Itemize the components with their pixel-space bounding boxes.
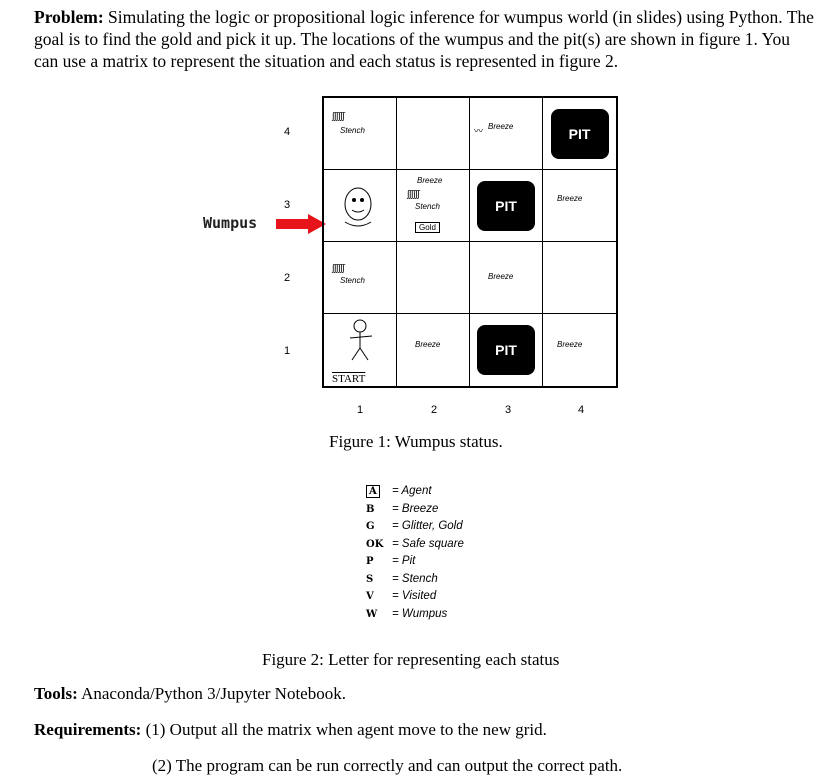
legend-desc: = Stench <box>392 572 438 585</box>
cell-4-1: Breeze <box>543 314 616 386</box>
cell-4-3: Breeze <box>543 170 616 242</box>
row-label-3: 3 <box>284 199 291 211</box>
breeze-wave-icon: 〰 <box>474 127 483 137</box>
cell-2-4 <box>397 98 470 170</box>
legend-row: OK = Safe square <box>366 536 464 554</box>
requirement-1: (1) Output all the matrix when agent mov… <box>141 720 547 739</box>
legend: A = Agent B = Breeze G = Glitter, Gold OK = … <box>366 483 464 623</box>
legend-letter-box: A <box>366 483 392 501</box>
breeze-label: Breeze <box>488 272 514 281</box>
cell-1-4: ʃʃʃʃʃʃ Stench <box>324 98 397 170</box>
legend-desc: = Safe square <box>392 537 464 550</box>
legend-letter: V <box>366 591 374 602</box>
cell-4-4: PIT <box>543 98 616 170</box>
legend-row: A = Agent <box>366 483 464 501</box>
legend-letter: P <box>366 556 374 567</box>
breeze-label: Breeze <box>557 340 583 349</box>
legend-letter: B <box>366 503 375 515</box>
tools-label: Tools: <box>34 684 78 703</box>
tools-line: Tools: Anaconda/Python 3/Jupyter Noteboo… <box>34 684 346 704</box>
pit-3-3: PIT <box>477 180 535 231</box>
legend-desc: = Visited <box>392 590 437 602</box>
requirements-label: Requirements: <box>34 720 142 739</box>
legend-row: G = Glitter, Gold <box>366 518 464 536</box>
breeze-label: Breeze <box>488 122 514 131</box>
agent-icon <box>349 319 373 361</box>
legend-desc: = Agent <box>392 485 432 497</box>
legend-desc: = Pit <box>392 555 416 567</box>
pit-4-4: PIT <box>550 108 609 159</box>
wumpus-label: Wumpus <box>203 214 258 232</box>
requirements-line: Requirements: (1) Output all the matrix … <box>34 720 547 740</box>
stench-waves-icon: ʃʃʃʃʃʃ <box>332 112 345 122</box>
cell-3-2: Breeze <box>470 242 543 314</box>
cell-2-1: Breeze <box>397 314 470 386</box>
legend-row: P = Pit <box>366 553 464 571</box>
wumpus-grid: ʃʃʃʃʃʃ Stench 〰 Breeze PIT Breeze ʃʃʃʃʃʃ… <box>322 96 618 388</box>
cell-1-1: START <box>324 314 397 386</box>
legend-letter: OK <box>366 538 384 550</box>
col-label-2: 2 <box>431 404 438 416</box>
stench-label: Stench <box>415 202 440 211</box>
col-label-1: 1 <box>357 404 364 416</box>
wumpus-monster-icon <box>344 187 372 227</box>
stench-waves-icon: ʃʃʃʃʃʃ <box>332 264 345 274</box>
legend-letter: A <box>366 485 380 498</box>
col-label-3: 3 <box>505 404 512 416</box>
col-label-4: 4 <box>578 404 585 416</box>
breeze-label: Breeze <box>417 176 443 185</box>
cell-1-3 <box>324 170 397 242</box>
gold-label: Gold <box>415 222 440 233</box>
stench-waves-icon: ʃʃʃʃʃʃ <box>407 190 420 200</box>
cell-3-4: 〰 Breeze <box>470 98 543 170</box>
legend-letter: G <box>366 521 375 532</box>
cell-3-3: PIT <box>470 170 543 242</box>
legend-desc: = Glitter, Gold <box>392 520 463 532</box>
cell-3-1: PIT <box>470 314 543 386</box>
breeze-label: Breeze <box>415 340 441 349</box>
legend-desc: = Breeze <box>392 502 439 515</box>
problem-text: Simulating the logic or propositional lo… <box>34 7 814 71</box>
legend-row: S = Stench <box>366 571 464 589</box>
problem-label: Problem: <box>34 7 104 27</box>
stench-label: Stench <box>340 126 365 135</box>
figure1-caption: Figure 1: Wumpus status. <box>329 432 503 451</box>
cell-2-2 <box>397 242 470 314</box>
cell-1-2: ʃʃʃʃʃʃ Stench <box>324 242 397 314</box>
legend-letter: S <box>366 573 374 585</box>
row-label-4: 4 <box>284 126 291 138</box>
tools-text: Anaconda/Python 3/Jupyter Notebook. <box>77 684 346 703</box>
row-label-1: 1 <box>284 345 291 357</box>
row-label-2: 2 <box>284 272 291 284</box>
cell-4-2 <box>543 242 616 314</box>
requirement-2: (2) The program can be run correctly and… <box>152 756 623 775</box>
start-label: START <box>332 373 366 385</box>
pit-3-1: PIT <box>477 325 535 375</box>
legend-row: B = Breeze <box>366 501 464 519</box>
legend-desc: = Wumpus <box>392 607 448 620</box>
breeze-label: Breeze <box>557 194 583 203</box>
figure2-caption: Figure 2: Letter for representing each s… <box>262 650 560 669</box>
problem-paragraph: Problem: Simulating the logic or proposi… <box>34 6 814 72</box>
legend-row: V = Visited <box>366 588 464 606</box>
cell-2-3: Breeze ʃʃʃʃʃʃ Stench Gold <box>397 170 470 242</box>
stench-label: Stench <box>340 276 365 285</box>
red-arrow-icon <box>276 214 326 234</box>
legend-letter: W <box>366 608 378 620</box>
legend-row: W = Wumpus <box>366 606 464 624</box>
